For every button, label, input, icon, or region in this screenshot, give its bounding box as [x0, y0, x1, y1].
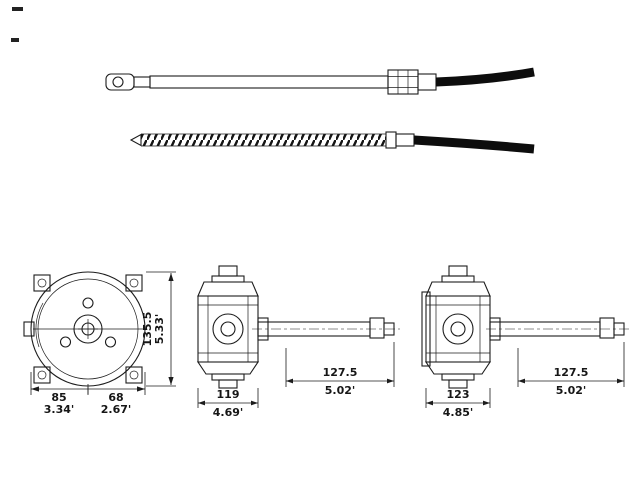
dim-front-widths: 85 3.34' 68 2.67' [30, 372, 146, 416]
dim-side-a-body-mm: 119 [217, 388, 240, 401]
dim-front-height-in: 5.33' [153, 314, 166, 345]
dim-front-right-in: 2.67' [101, 403, 132, 416]
hub [73, 314, 103, 344]
dim-side-b-travel-in: 5.02' [556, 384, 587, 397]
steering-cable-threaded-end [105, 67, 535, 95]
dim-side-a-travel: 127.5 5.02' [285, 342, 395, 397]
dim-side-b-travel: 127.5 5.02' [517, 342, 625, 397]
mounting-tabs [33, 274, 143, 384]
dim-front-left-mm: 85 [51, 391, 66, 404]
mounting-bracket [421, 291, 431, 367]
top-clamp-bolt [197, 265, 259, 297]
top-clamp-bolt [425, 265, 491, 297]
spiral-section [141, 133, 386, 147]
dim-side-a-travel-mm: 127.5 [323, 366, 358, 379]
cable-outer-jacket [413, 135, 535, 154]
scan-artifact-marks [11, 7, 23, 42]
housing-body [197, 295, 259, 363]
helm-side-view-b: 123 4.85' 127.5 5.02' [421, 265, 630, 419]
dim-side-a-body: 119 4.69' [197, 388, 259, 419]
eye-fitting [105, 73, 151, 91]
dim-side-b-travel-mm: 127.5 [554, 366, 589, 379]
dim-front-right-mm: 68 [108, 391, 123, 404]
dim-front-left-in: 3.34' [44, 403, 75, 416]
output-shaft [486, 317, 630, 341]
rigid-rod [149, 75, 389, 89]
dim-front-height: 135.5 5.33' [141, 271, 176, 387]
bolt-holes [59, 297, 117, 348]
housing-arc-detail [35, 302, 44, 348]
dim-side-b-body-mm: 123 [447, 388, 470, 401]
dim-side-a-body-in: 4.69' [213, 406, 244, 419]
bottom-clamp-bolt [196, 361, 260, 389]
output-shaft [252, 317, 400, 341]
ferrule-fitting [385, 131, 415, 149]
spiral-tip [129, 133, 142, 147]
hex-nut [387, 69, 437, 95]
dim-side-b-body: 123 4.85' [425, 388, 491, 419]
dim-side-b-body-in: 4.85' [443, 406, 474, 419]
helm-side-view-a: 119 4.69' 127.5 5.02' [196, 265, 400, 419]
dim-front-height-mm: 135.5 [141, 312, 154, 347]
dim-side-a-travel-in: 5.02' [325, 384, 356, 397]
helm-front-view: 135.5 5.33' 85 3.34' 68 2.67' [23, 271, 176, 416]
steering-cable-spiral-end [129, 131, 535, 154]
bottom-clamp-bolt [424, 361, 492, 389]
housing-body [425, 295, 491, 363]
cable-outer-jacket [435, 67, 535, 87]
cable-clamp-lug [23, 321, 35, 337]
